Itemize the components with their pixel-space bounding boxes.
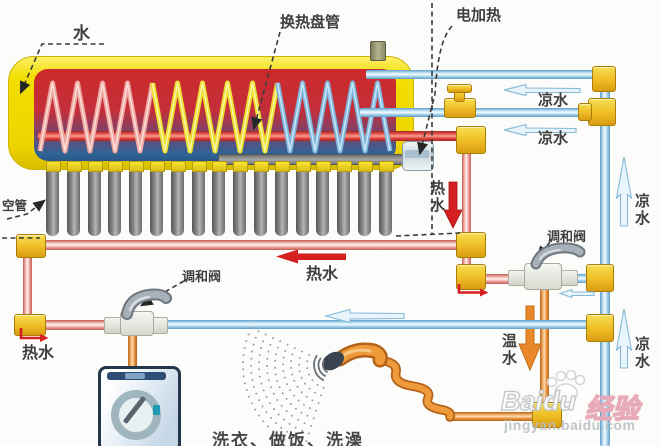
watermark-brand: Baidu: [500, 385, 577, 416]
hot-left-riser-pipe: [23, 252, 32, 318]
vacuum-tube: [170, 163, 184, 236]
cold-water-label-riser-upper: 凉水: [634, 193, 650, 227]
hot-water-arrow-down: [443, 181, 463, 229]
vacuum-tube: [87, 163, 101, 236]
cold-water-arrow-riser-upper: [615, 156, 633, 227]
tee-right-lower: [586, 314, 614, 342]
warm-pipe-valve2-down: [540, 287, 549, 407]
elbow-hot-top: [456, 126, 486, 154]
hot-manifold-pipe: [28, 240, 460, 250]
warm-water-label: 温水: [501, 333, 517, 367]
elbow-top-right: [592, 66, 616, 92]
shutoff-valve-handle: [447, 84, 472, 93]
cold-main-riser-pipe: [600, 74, 610, 446]
warm-pipe-to-washer: [128, 333, 137, 367]
cold-inlet-pipe-upper: [366, 70, 598, 79]
vacuum-tube: [358, 163, 371, 236]
tee-collar-upper: [578, 103, 592, 121]
shower-hose: [332, 342, 456, 422]
shower-head: [321, 351, 345, 371]
cold-water-label-upper: 凉水: [538, 92, 569, 109]
vacuum-tube-cap: [316, 161, 332, 172]
leader-tube-baseline-right: [395, 232, 461, 237]
vacuum-tube-cap: [337, 161, 353, 172]
washing-machine-detergent-slot: [125, 373, 145, 379]
hot-water-label-manifold: 热水: [306, 266, 339, 283]
vacuum-tube: [212, 163, 226, 236]
leader-mixing-valve-1: [139, 280, 185, 307]
vacuum-tube: [66, 163, 80, 236]
vacuum-tube: [295, 163, 309, 236]
vacuum-tube: [274, 163, 288, 236]
washing-machine-button: [153, 405, 160, 415]
elbow-manifold-left: [16, 234, 46, 258]
hot-water-label-vertical: 热水: [429, 180, 445, 214]
hot-water-label-bottom-left: 热水: [22, 345, 55, 362]
watermark-url: jingyan.baidu.com: [504, 417, 636, 433]
vacuum-tube: [337, 163, 351, 236]
hot-right-drop-pipe: [462, 148, 471, 268]
vacuum-tube-cap: [170, 161, 186, 172]
vacuum-tube-cap: [274, 161, 290, 172]
tee-right-valve2: [586, 264, 614, 292]
vacuum-tube: [378, 163, 392, 236]
tee-right-upper: [588, 98, 616, 126]
washing-machine: [98, 366, 181, 446]
vacuum-tube-cap: [150, 161, 165, 172]
vacuum-tube-cap: [378, 161, 394, 172]
tee-manifold-right: [456, 232, 486, 258]
vacuum-tube-cap: [46, 161, 61, 172]
mixing-valve-1-body: [120, 311, 154, 336]
hot-pipe-to-valve2: [480, 274, 514, 284]
watermark-suffix: 经验: [584, 393, 639, 424]
vacuum-tube: [46, 163, 59, 236]
mixing-valve-2-handle: [530, 242, 586, 270]
elbow-warm-bottom: [532, 402, 562, 428]
vacuum-tube: [254, 163, 267, 236]
heat-exchange-coil: [37, 80, 393, 154]
hot-pipe-to-valve1: [42, 320, 106, 330]
vacuum-tube-cap: [233, 161, 249, 172]
vacuum-tube-cap: [254, 161, 269, 172]
coil-label: 换热盘管: [280, 14, 341, 31]
water-label: 水: [73, 24, 90, 43]
vacuum-tube: [191, 163, 205, 236]
vacuum-tube-label: 空管: [2, 199, 28, 213]
vacuum-tube-cap: [191, 161, 207, 172]
vacuum-tube-cap: [66, 161, 82, 172]
cold-branch-to-valve1: [160, 320, 592, 329]
cold-water-label-lower: 凉水: [538, 130, 569, 147]
electric-heater-fitting-band: [405, 150, 429, 158]
mixing-valve-1-label: 调和阀: [182, 269, 222, 284]
vacuum-tube-cap: [212, 161, 228, 172]
elbow-hot-left-lower: [14, 314, 46, 336]
vacuum-tube: [129, 163, 143, 236]
vacuum-tube-cap: [108, 161, 124, 172]
vacuum-tube-cap: [87, 161, 103, 172]
elbow-hot-right-lower: [456, 264, 486, 290]
warm-pipe-to-shower: [446, 412, 536, 421]
vacuum-tube-cap: [129, 161, 145, 172]
vent-pipe: [370, 41, 386, 61]
cold-water-label-riser-lower: 凉水: [634, 336, 650, 370]
mixing-valve-2-label: 调和阀: [547, 229, 587, 244]
vacuum-tube: [108, 163, 122, 236]
vacuum-tube: [233, 163, 247, 236]
washing-machine-door: [111, 390, 161, 440]
vacuum-tube-cap: [358, 161, 373, 172]
vacuum-tube: [150, 163, 163, 236]
vacuum-tube: [316, 163, 330, 236]
mixing-valve-2-body: [524, 263, 562, 290]
usage-label: 洗衣、做饭、洗澡: [212, 431, 364, 446]
coil-axis-hot-pipe: [38, 131, 462, 141]
cold-water-arrow-riser-lower: [615, 308, 633, 369]
electric-heating-label: 电加热: [456, 7, 502, 24]
vacuum-tube-cap: [295, 161, 311, 172]
